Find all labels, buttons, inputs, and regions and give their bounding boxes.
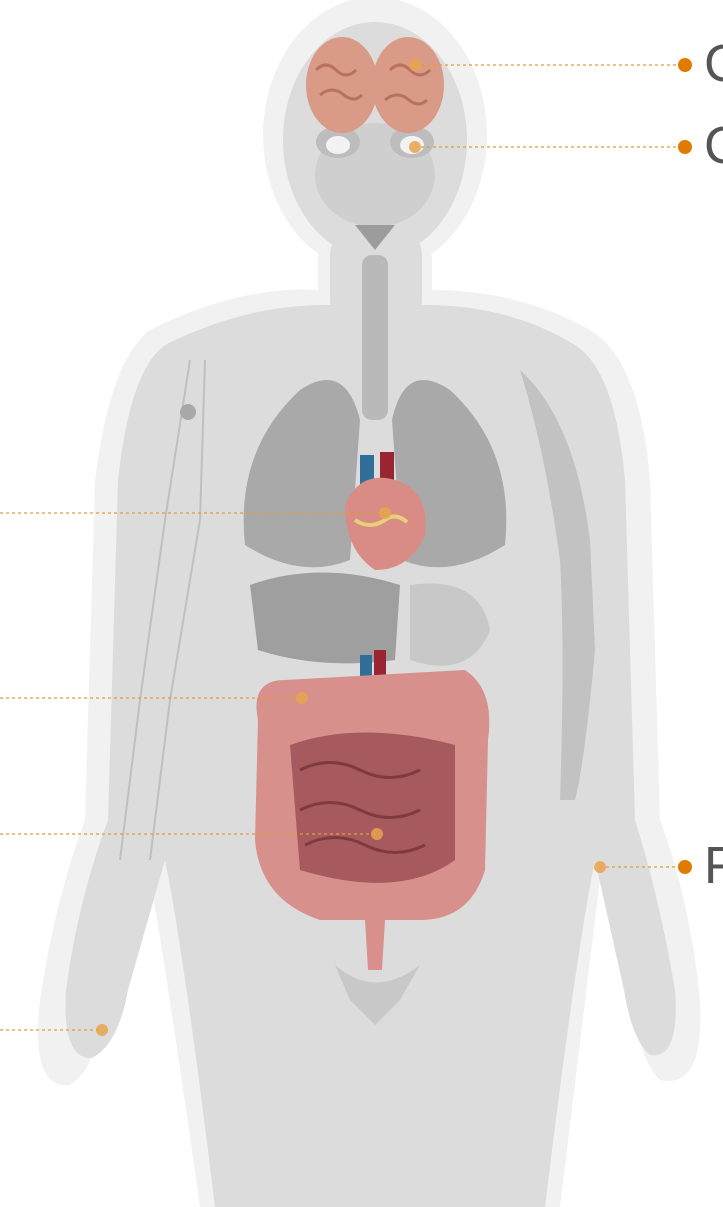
dot-forearm [594, 861, 606, 873]
dot-eye [409, 141, 421, 153]
label-dot-forearm [678, 860, 692, 874]
dot-hand [96, 1024, 108, 1036]
dot-kidney [296, 692, 308, 704]
dot-heart [379, 507, 391, 519]
label-dot-brain [678, 58, 692, 72]
trachea [362, 255, 388, 420]
label-forearm: F [704, 840, 723, 892]
dot-brain [409, 59, 421, 71]
label-brain: C [704, 38, 723, 90]
label-dot-eye [678, 140, 692, 154]
label-dots [678, 58, 692, 874]
dot-intestine [371, 828, 383, 840]
label-eye: C [704, 120, 723, 172]
